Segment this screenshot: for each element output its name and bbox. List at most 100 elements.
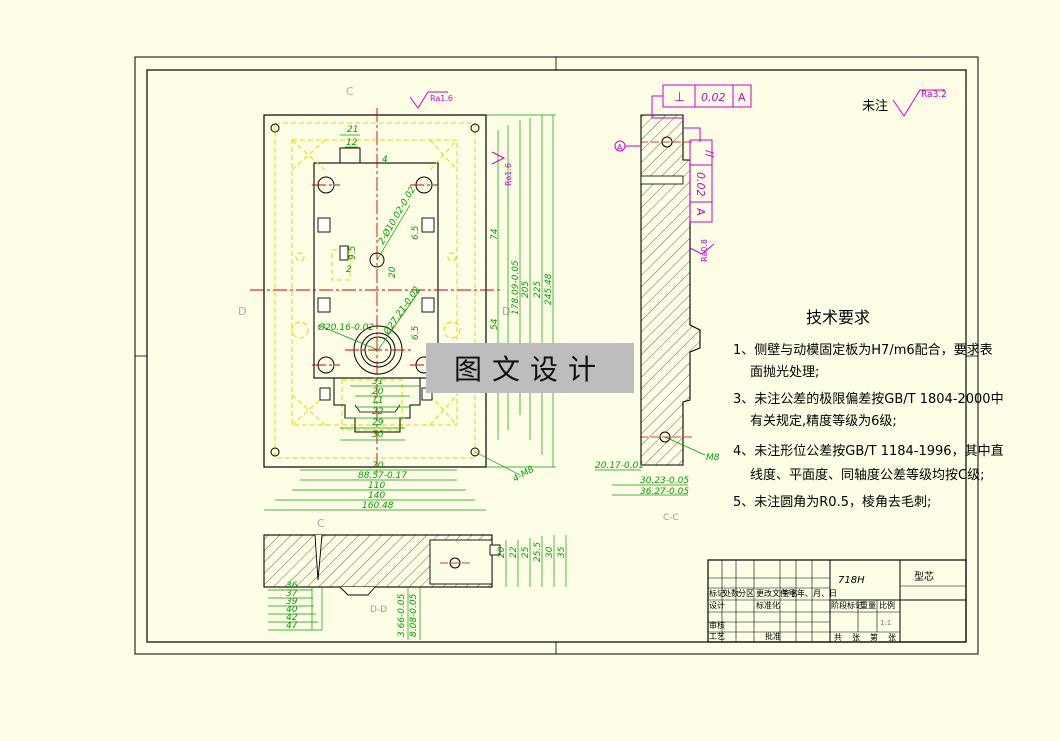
tol-1-datum: A <box>738 91 746 104</box>
bottom-dim-20: 20 <box>497 546 507 558</box>
sheet-tick-marks <box>135 57 978 654</box>
dim-54: 54 <box>490 318 500 330</box>
main-plan-view: C C D D 21 12 4 2-Ø10.02-0.02 9.5 2 20 6… <box>238 85 556 530</box>
roughness-global-symbol <box>892 89 945 117</box>
outer-border <box>134 56 979 655</box>
bottom-dim-25-5: 25.5 <box>533 542 543 562</box>
dim-2: 2 <box>346 265 352 275</box>
tb-mark: 标记 <box>709 588 725 598</box>
dim-31: 31 <box>372 377 383 387</box>
bottom-dim-36: 36 <box>286 581 298 591</box>
tb-change-doc: 更改文件号 <box>756 588 796 598</box>
dim-6-5-upper: 6.5 <box>411 225 421 240</box>
tb-zone: 分区 <box>738 589 754 598</box>
tol-2-value: 0.02 <box>694 172 707 197</box>
title-block <box>707 559 967 643</box>
bottom-dim-25: 25 <box>521 546 531 558</box>
tol-2-datum: A <box>694 208 707 216</box>
dim-9-5: 9.5 <box>348 245 358 260</box>
roughness-global-label: 未注 <box>862 99 888 114</box>
watermark: 图文设计 <box>426 343 634 393</box>
datum-marker-a: A <box>617 143 623 152</box>
tech-item-3: 3、未注公差的极限偏差按GB/T 1804-2000中 <box>733 391 1004 407</box>
dim-4: 4 <box>382 155 388 165</box>
bottom-dim-37: 37 <box>286 589 298 599</box>
dim-178: 178.09-0.05 <box>511 260 521 315</box>
dim-74: 74 <box>490 228 500 240</box>
dim-225: 225 <box>533 281 543 298</box>
tech-item-1: 1、侧壁与动模固定板为H7/m6配合，要求表 <box>733 343 993 358</box>
tb-design: 设计 <box>709 600 725 610</box>
tb-stage-mark: 阶段标记 <box>831 600 863 610</box>
tb-count: 处数 <box>723 588 739 598</box>
roughness-global-value: Ra3.2 <box>921 90 947 100</box>
bottom-dim-35: 35 <box>557 546 567 558</box>
side-dim-20-17: 20.17-0.01 <box>595 461 644 471</box>
side-dim-30-23: 30.23-0.05 <box>640 476 689 486</box>
tb-sign: 签名 <box>782 588 798 598</box>
section-label-d-left: D <box>238 305 246 318</box>
view-label-c-c: C-C <box>663 513 679 523</box>
bottom-dim-40: 40 <box>286 605 298 615</box>
tol-1-symbol: ⊥ <box>674 90 685 105</box>
tb-review: 审核 <box>709 620 725 630</box>
dim-245: 245.48 <box>544 273 554 305</box>
title-block-part-name: 型芯 <box>914 570 934 583</box>
tech-item-5: 5、未注圆角为R0.5，棱角去毛刺; <box>733 494 931 510</box>
roughness-right: Ra1.6 <box>504 163 513 186</box>
bottom-dim-42: 42 <box>286 613 298 623</box>
tb-weight: 重量 <box>860 600 876 610</box>
dim-22: 22 <box>372 407 384 417</box>
tech-requirements-title: 技术要求 <box>806 308 870 327</box>
dim-29: 29 <box>372 418 384 428</box>
tech-item-4: 4、未注形位公差按GB/T 1184-1996，其中直 <box>733 444 1004 459</box>
title-block-scale: 1:1 <box>880 619 891 627</box>
bottom-dim-8-08: 8.08-0.05 <box>409 593 419 637</box>
tol-2-symbol: // <box>703 150 716 158</box>
tb-date: 年、月、日 <box>797 588 837 598</box>
dim-20-vertical: 20 <box>388 266 398 278</box>
tech-item-3b: 有关规定,精度等级为6级; <box>750 413 897 429</box>
section-label-c-top: C <box>346 85 354 98</box>
dim-20: 20 <box>372 387 384 397</box>
dim-4-m8: 4-M8 <box>512 465 537 485</box>
tb-sheet-total: 共 <box>834 633 842 642</box>
bottom-dim-3-66: 3.66-0.05 <box>397 593 407 637</box>
tb-process: 工艺 <box>709 632 725 641</box>
dim-11: 11 <box>372 396 383 406</box>
dim-21: 21 <box>347 125 358 135</box>
dim-70: 70 <box>372 461 384 471</box>
roughness-top: Ra1.6 <box>430 94 453 103</box>
dim-205: 205 <box>521 281 531 298</box>
bottom-dim-47: 47 <box>286 621 298 631</box>
roughness-side: Ra0.8 <box>700 239 709 262</box>
tech-item-1b: 面抛光处理; <box>750 365 819 380</box>
tol-1-value: 0.02 <box>701 91 726 104</box>
side-view-c-c: ⊥ 0.02 A // 0.02 A A Ra0.8 20.17-0.01 30… <box>595 84 752 523</box>
bottom-view-d-d: 36 37 39 40 42 47 3.66-0.05 8.08-0.05 20… <box>263 534 567 640</box>
dim-30: 30 <box>372 430 384 440</box>
side-dim-36-27: 36.27-0.05 <box>640 487 689 497</box>
tb-standard: 标准化 <box>756 600 780 610</box>
tech-item-4b: 线度、平面度、同轴度公差等级均按C级; <box>750 467 984 483</box>
tb-sheet-unit-2: 张 <box>888 633 896 642</box>
section-label-d-right: D <box>502 305 510 318</box>
dim-140: 140 <box>368 491 385 501</box>
dim-110: 110 <box>368 481 385 491</box>
tb-sheet-unit-1: 张 <box>852 633 860 642</box>
dim-88-57: 88.57-0.17 <box>358 471 407 481</box>
side-dim-m8: M8 <box>706 453 720 463</box>
bottom-dim-30: 30 <box>545 546 555 558</box>
dim-6-5-lower: 6.5 <box>411 325 421 340</box>
bottom-dim-39: 39 <box>286 597 298 607</box>
bottom-dim-22: 22 <box>509 546 519 558</box>
tb-sheet-no: 第 <box>870 632 878 642</box>
title-block-material: 718H <box>838 575 865 586</box>
dim-12: 12 <box>346 138 358 148</box>
section-label-c-bottom: C <box>317 517 325 530</box>
tb-approve: 批准 <box>765 631 781 641</box>
view-label-d-d: D-D <box>370 605 387 615</box>
dim-dia-20-16: Ø20.16-0.02 <box>317 322 374 333</box>
